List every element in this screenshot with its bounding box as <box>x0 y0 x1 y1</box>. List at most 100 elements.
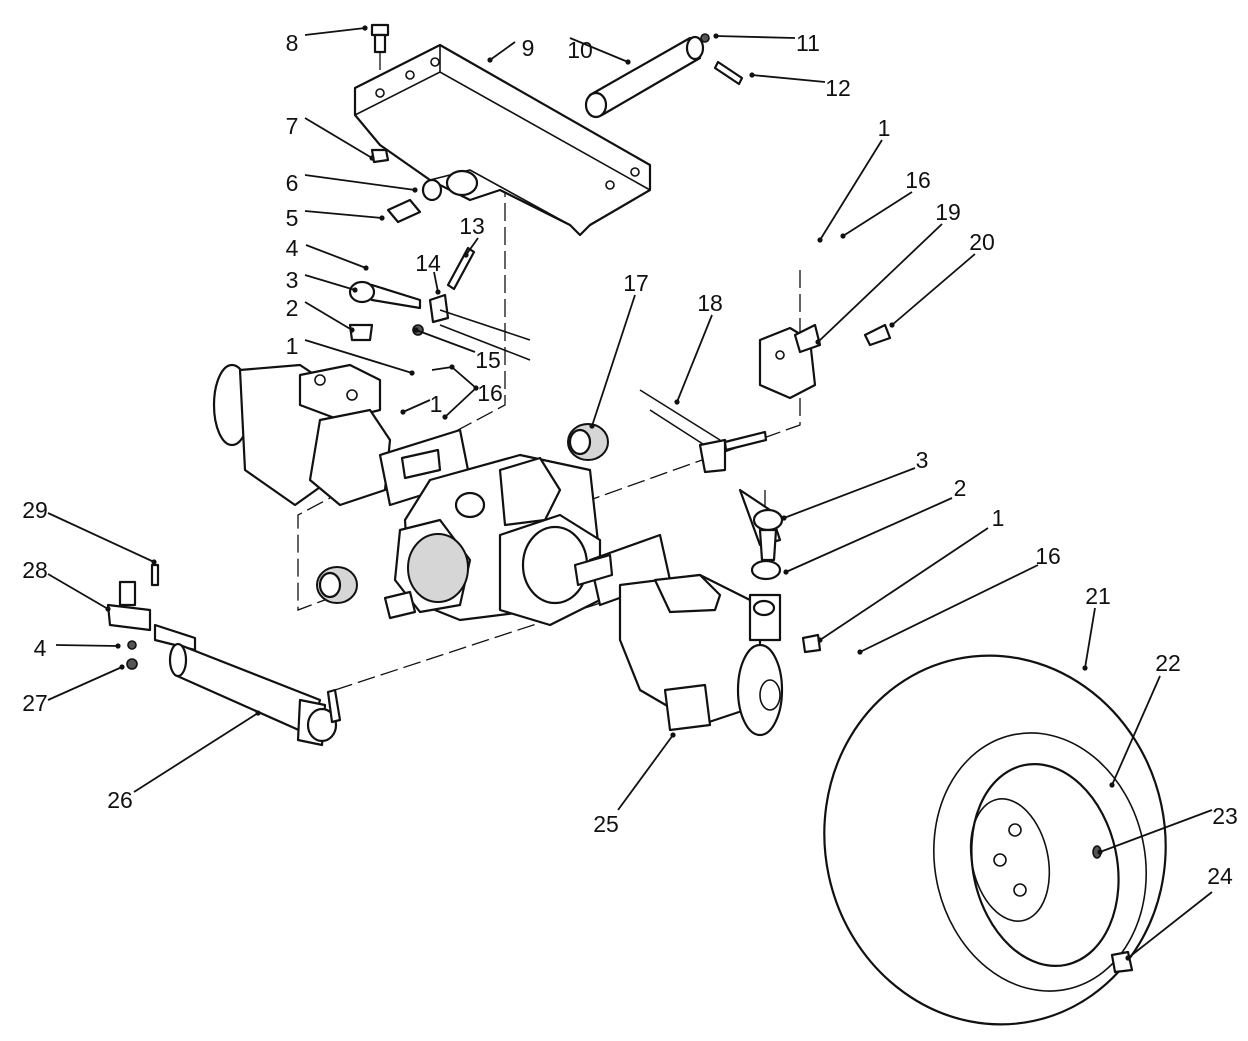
mounting-hardware <box>370 23 443 224</box>
callout-number: 3 <box>916 447 929 473</box>
callout-leader-dot <box>349 327 355 333</box>
callout-leader-dot <box>369 155 375 161</box>
callout-number: 4 <box>286 235 299 261</box>
callout-leader-dot <box>674 399 680 405</box>
callout-leader-line <box>304 210 383 219</box>
callout-leader-dot <box>1109 782 1115 788</box>
callout-leader-dot <box>817 637 823 643</box>
callout-leader-dot <box>625 59 631 65</box>
callout-leader-dot <box>1125 955 1131 961</box>
callout-number: 24 <box>1207 863 1233 889</box>
callout-leader-line <box>785 497 953 573</box>
callout-leader-dot <box>857 649 863 655</box>
callout-number: 26 <box>107 787 133 813</box>
callout-leader-dot <box>442 414 448 420</box>
callout-leader-line <box>465 237 479 256</box>
callout-number: 18 <box>697 290 723 316</box>
callout-leader-dot <box>412 187 418 193</box>
callout-number: 15 <box>475 347 501 373</box>
callout-number: 27 <box>22 690 48 716</box>
callout-number: 19 <box>935 199 961 225</box>
callout-leader-line <box>47 573 109 610</box>
callout-number: 28 <box>22 557 48 583</box>
callout-number: 25 <box>593 811 619 837</box>
callout-leader-dot <box>1097 849 1103 855</box>
callout-leader-dot <box>255 710 261 716</box>
steering-bracket <box>639 323 892 654</box>
callout-leader-line <box>1099 809 1213 853</box>
callout-number: 9 <box>522 35 535 61</box>
callout-number: 16 <box>1035 543 1061 569</box>
pivot-tube <box>584 33 744 119</box>
callout-leader-line <box>617 734 674 811</box>
callout-number: 16 <box>477 380 503 406</box>
axle-housing <box>212 363 784 737</box>
callout-leader-dot <box>115 643 121 649</box>
callout-number: 2 <box>286 295 299 321</box>
callout-leader-dot <box>817 237 823 243</box>
callout-leader-dot <box>363 265 369 271</box>
callout-leader-dot <box>589 423 595 429</box>
callout-leader-line <box>402 399 431 413</box>
callout-number: 4 <box>34 635 47 661</box>
callout-leader-dot <box>670 732 676 738</box>
callout-leader-dot <box>400 409 406 415</box>
callout-leader-line <box>676 314 713 403</box>
callout-leader-dot <box>435 289 441 295</box>
callout-number: 3 <box>286 267 299 293</box>
callout-number: 7 <box>286 113 299 139</box>
callout-number: 16 <box>905 167 931 193</box>
callout-leader-dot <box>749 72 755 78</box>
callout-number: 10 <box>567 37 593 63</box>
callout-number: 6 <box>286 170 299 196</box>
callout-leader-line <box>133 712 259 793</box>
callout-leader-dot <box>413 327 419 333</box>
callout-leader-line <box>305 244 367 269</box>
callout-number: 11 <box>796 30 820 56</box>
callout-leader-dot <box>781 515 787 521</box>
callout-number: 1 <box>286 333 299 359</box>
callout-number: 1 <box>992 505 1005 531</box>
bushings <box>316 423 609 604</box>
callout-leader-line <box>842 191 913 237</box>
callout-leader-dot <box>151 559 157 565</box>
steering-arm-assembly <box>348 246 531 361</box>
callout-leader-dot <box>409 370 415 376</box>
callout-leader-line <box>489 41 516 61</box>
mounting-plate <box>353 43 652 237</box>
callout-leader-line <box>569 37 629 63</box>
callout-leader-dot <box>487 57 493 63</box>
callout-leader-line <box>304 274 356 291</box>
callout-number: 20 <box>969 229 995 255</box>
callout-leader-line <box>1127 891 1213 959</box>
callout-leader-dot <box>783 569 789 575</box>
callout-leader-dot <box>105 606 111 612</box>
callout-number: 1 <box>878 115 891 141</box>
callout-number: 22 <box>1155 650 1181 676</box>
callout-leader-line <box>304 27 366 36</box>
callout-number: 8 <box>286 30 299 56</box>
callout-leader-line <box>431 366 453 371</box>
callout-number: 23 <box>1212 803 1238 829</box>
callout-leader-dot <box>119 664 125 670</box>
callout-leader-line <box>859 564 1039 653</box>
callout-leader-dot <box>362 25 368 31</box>
callout-leader-dot <box>889 322 895 328</box>
callout-leader-line <box>433 271 439 293</box>
callout-leader-line <box>444 387 477 418</box>
callout-leader-line <box>452 367 477 389</box>
callout-leader-line <box>304 301 353 331</box>
callout-leader-line <box>891 253 976 326</box>
callout-number: 14 <box>415 250 441 276</box>
callout-leader-line <box>55 644 119 647</box>
callout-leader-line <box>304 339 413 374</box>
callout-number: 17 <box>623 270 649 296</box>
callout-leader-line <box>304 117 373 159</box>
callout-leader-line <box>304 174 416 191</box>
callout-leader-line <box>783 467 916 519</box>
callout-leader-line <box>1084 607 1096 669</box>
callout-leader-line <box>819 139 883 241</box>
